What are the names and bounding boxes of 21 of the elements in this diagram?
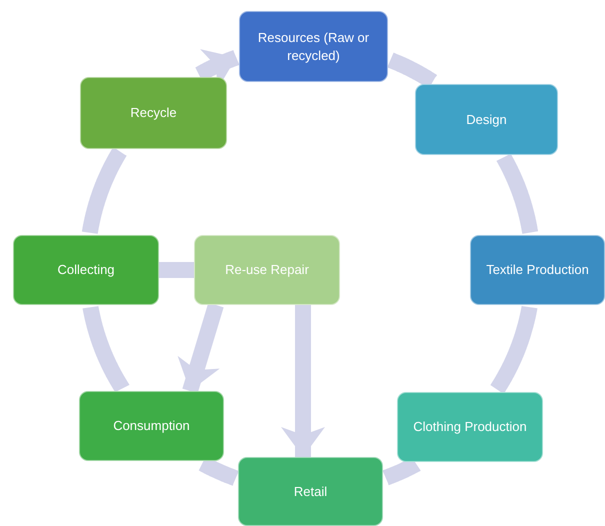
process-box	[79, 391, 224, 461]
process-box	[238, 457, 383, 526]
process-box	[470, 235, 605, 305]
box-label: Design	[466, 110, 507, 128]
arrow	[281, 305, 325, 457]
box-label: Resources (Raw or recycled)	[256, 28, 370, 64]
process-box	[80, 77, 227, 149]
box-label: Consumption	[113, 417, 190, 435]
box-label: Re-use Repair	[225, 261, 309, 279]
process-box	[239, 11, 388, 82]
process-box	[415, 84, 558, 155]
connector	[159, 262, 194, 278]
box-label: Retail	[294, 482, 328, 500]
process-box	[13, 235, 159, 305]
arrow	[178, 302, 224, 394]
box-label: Textile Production	[486, 261, 589, 279]
process-box	[397, 392, 543, 462]
box-label: Collecting	[57, 261, 115, 279]
process-box	[194, 235, 340, 305]
box-label: Clothing Production	[413, 418, 527, 436]
box-label: Recycle	[130, 104, 177, 122]
